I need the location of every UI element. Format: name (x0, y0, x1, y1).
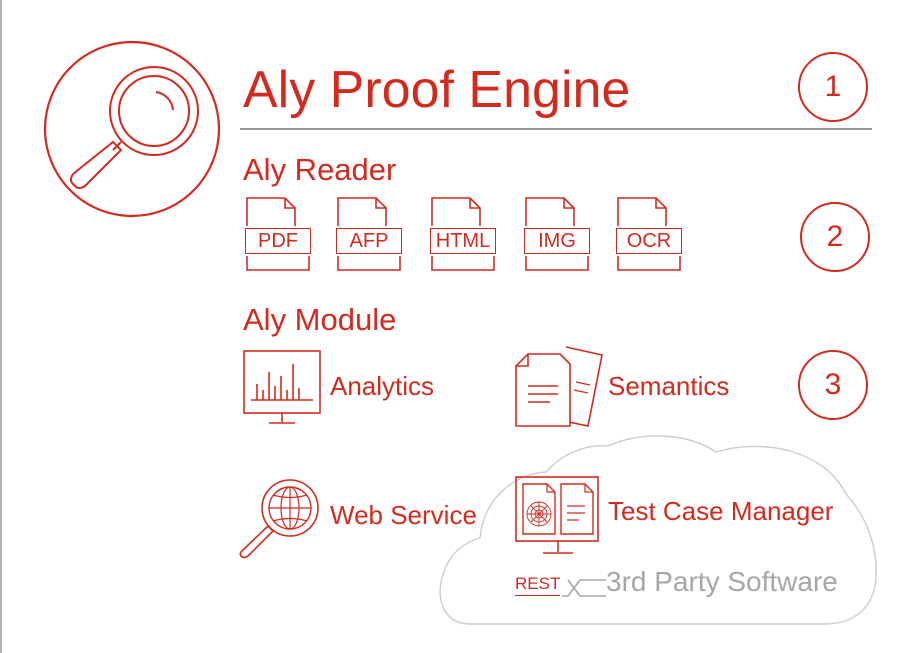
step-badge-2: 2 (800, 202, 870, 272)
step-badge-1: 1 (798, 52, 868, 122)
documents-icon (514, 344, 606, 428)
magnifier-globe-icon (239, 476, 324, 560)
format-label-html: HTML (430, 228, 496, 254)
monitor-bar-chart-icon (243, 350, 323, 428)
module-heading: Aly Module (243, 302, 397, 337)
analytics-label: Analytics (330, 371, 435, 401)
format-label-afp: AFP (336, 228, 402, 254)
reader-heading: Aly Reader (243, 152, 397, 187)
cloud-icon (434, 428, 884, 628)
format-label-img: IMG (524, 228, 590, 254)
title-divider (240, 128, 872, 130)
document-icon-html: HTML (428, 196, 500, 272)
magnifier-icon (36, 38, 226, 220)
document-icon-afp: AFP (334, 196, 406, 272)
document-icon-ocr: OCR (614, 196, 686, 272)
connector-icon (560, 572, 610, 602)
format-label-pdf: PDF (245, 228, 311, 254)
test-case-manager-label: Test Case Manager (608, 496, 834, 526)
format-label-ocr: OCR (616, 228, 682, 254)
page-title: Aly Proof Engine (243, 61, 631, 119)
third-party-label: 3rd Party Software (606, 566, 838, 597)
left-edge-rule (0, 0, 2, 653)
monitor-documents-icon (515, 476, 601, 558)
web-service-label: Web Service (330, 500, 477, 530)
document-icon-pdf: PDF (243, 196, 315, 272)
semantics-label: Semantics (608, 371, 730, 401)
rest-label: REST (515, 574, 561, 596)
document-icon-img: IMG (522, 196, 594, 272)
step-badge-3: 3 (798, 350, 868, 420)
